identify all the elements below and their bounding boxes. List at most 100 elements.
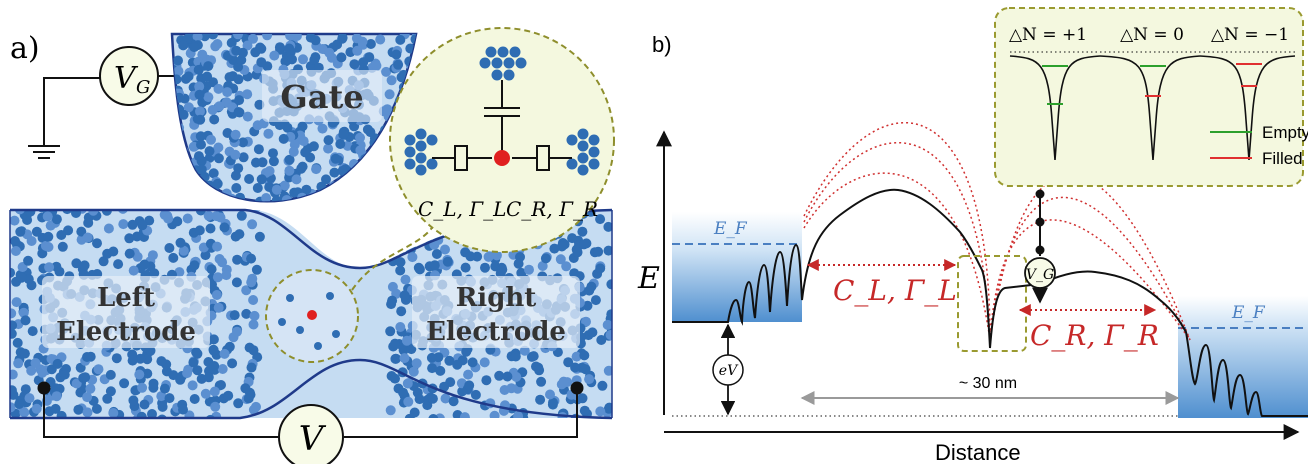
electron-dot bbox=[434, 413, 445, 418]
electron-dot bbox=[292, 202, 302, 212]
electron-dot bbox=[370, 198, 381, 202]
electron-dot bbox=[587, 327, 598, 338]
electron-dot bbox=[25, 210, 36, 217]
panel-b: b) E Distance E_F E_F C_L, Γ_L bbox=[637, 7, 1308, 464]
electron-dot bbox=[10, 215, 20, 226]
electron-dot bbox=[44, 262, 55, 273]
electron-dot bbox=[291, 174, 302, 185]
electron-dot bbox=[480, 262, 490, 273]
charge-state-inset: △N = +1 △N = 0 △N = −1 Empty Filled bbox=[994, 7, 1308, 187]
distance-label: ~ 30 nm bbox=[959, 375, 1017, 392]
electron-dot bbox=[350, 175, 361, 186]
electron-dot bbox=[202, 71, 213, 82]
electron-dot bbox=[209, 114, 220, 125]
electron-dot bbox=[230, 170, 241, 181]
electron-dot bbox=[173, 55, 183, 66]
electron-dot bbox=[440, 244, 450, 255]
electron-dot bbox=[408, 366, 419, 377]
electron-dot bbox=[603, 221, 612, 232]
electron-dot bbox=[213, 83, 224, 94]
electron-dot bbox=[240, 383, 251, 394]
quantum-dot bbox=[307, 310, 317, 320]
electron-dot bbox=[563, 357, 574, 368]
electron-dot bbox=[284, 43, 295, 54]
electron-dot bbox=[463, 369, 474, 380]
electron-dot bbox=[399, 233, 410, 244]
electron-dot bbox=[229, 310, 240, 321]
electron-dot bbox=[213, 302, 224, 313]
electron-dot bbox=[351, 187, 362, 198]
electron-dot bbox=[16, 272, 27, 283]
electron-dot bbox=[579, 405, 590, 416]
electron-dot bbox=[584, 374, 595, 385]
electron-dot bbox=[10, 385, 17, 396]
electron-dot bbox=[398, 387, 409, 398]
electron-dot bbox=[238, 137, 248, 148]
electron-dot bbox=[262, 34, 273, 41]
electron-dot bbox=[203, 210, 214, 221]
electron-dot bbox=[435, 365, 446, 376]
electron-dot bbox=[50, 403, 61, 414]
electron-dot bbox=[179, 193, 190, 202]
electron-dot bbox=[370, 176, 381, 187]
electron-dot bbox=[248, 345, 259, 356]
electron-dot bbox=[127, 219, 138, 230]
electron-dot bbox=[82, 407, 93, 418]
electron-dot bbox=[208, 345, 219, 356]
electron-dot bbox=[80, 372, 91, 383]
electron-dot bbox=[27, 326, 38, 337]
electron-dot bbox=[349, 59, 360, 70]
electron-dot bbox=[595, 406, 606, 417]
electron-dot bbox=[261, 193, 272, 202]
tunneling-paths bbox=[803, 122, 1191, 341]
electron-dot bbox=[540, 253, 551, 264]
electron-dot bbox=[194, 81, 205, 92]
electron-dot bbox=[427, 393, 438, 404]
electron-dot bbox=[395, 34, 406, 45]
electron-dot bbox=[172, 200, 178, 202]
electron-dot bbox=[545, 389, 555, 400]
electron-dot bbox=[431, 249, 442, 259]
electron-dot bbox=[309, 54, 320, 65]
electron-dot bbox=[172, 137, 178, 148]
ground-symbol bbox=[28, 77, 100, 159]
electron-dot bbox=[377, 170, 388, 181]
electron-dot bbox=[296, 163, 307, 174]
electron-dot bbox=[254, 231, 265, 242]
electron-dot bbox=[195, 114, 206, 125]
molecule-dots bbox=[278, 292, 340, 350]
electron-dot bbox=[231, 45, 242, 56]
electron-dot bbox=[385, 213, 396, 224]
electron-dot bbox=[332, 191, 343, 202]
electron-dot bbox=[579, 239, 589, 250]
electron-dot bbox=[234, 229, 245, 240]
electron-dot bbox=[390, 353, 401, 364]
electron-dot bbox=[31, 403, 42, 414]
electron-dot bbox=[137, 382, 148, 393]
electron-dot bbox=[291, 34, 302, 41]
electron-dot bbox=[489, 410, 500, 418]
electron-dot bbox=[311, 164, 322, 175]
electron-dot bbox=[137, 220, 148, 231]
electron-dot bbox=[494, 370, 505, 381]
electron-dot bbox=[199, 185, 210, 196]
electron-dot bbox=[13, 358, 24, 369]
electron-dot bbox=[172, 168, 181, 179]
electron-dot bbox=[43, 242, 54, 252]
electron-dot bbox=[10, 328, 17, 339]
right-coupling-label: C_R, Γ_R bbox=[1030, 319, 1159, 352]
electron-dot bbox=[147, 409, 157, 418]
electron-dot bbox=[561, 261, 572, 272]
electron-dot bbox=[172, 139, 179, 150]
electron-dot bbox=[355, 132, 365, 143]
electron-dot bbox=[51, 214, 62, 225]
electron-dot bbox=[232, 326, 242, 337]
electron-dot bbox=[241, 308, 252, 319]
electron-dot bbox=[382, 104, 393, 115]
electron-dot bbox=[20, 315, 31, 326]
electron-dot bbox=[172, 161, 180, 172]
electron-dot bbox=[284, 154, 295, 165]
electron-dot bbox=[385, 326, 396, 337]
electron-dot bbox=[230, 149, 241, 160]
electron-dot bbox=[178, 109, 189, 120]
